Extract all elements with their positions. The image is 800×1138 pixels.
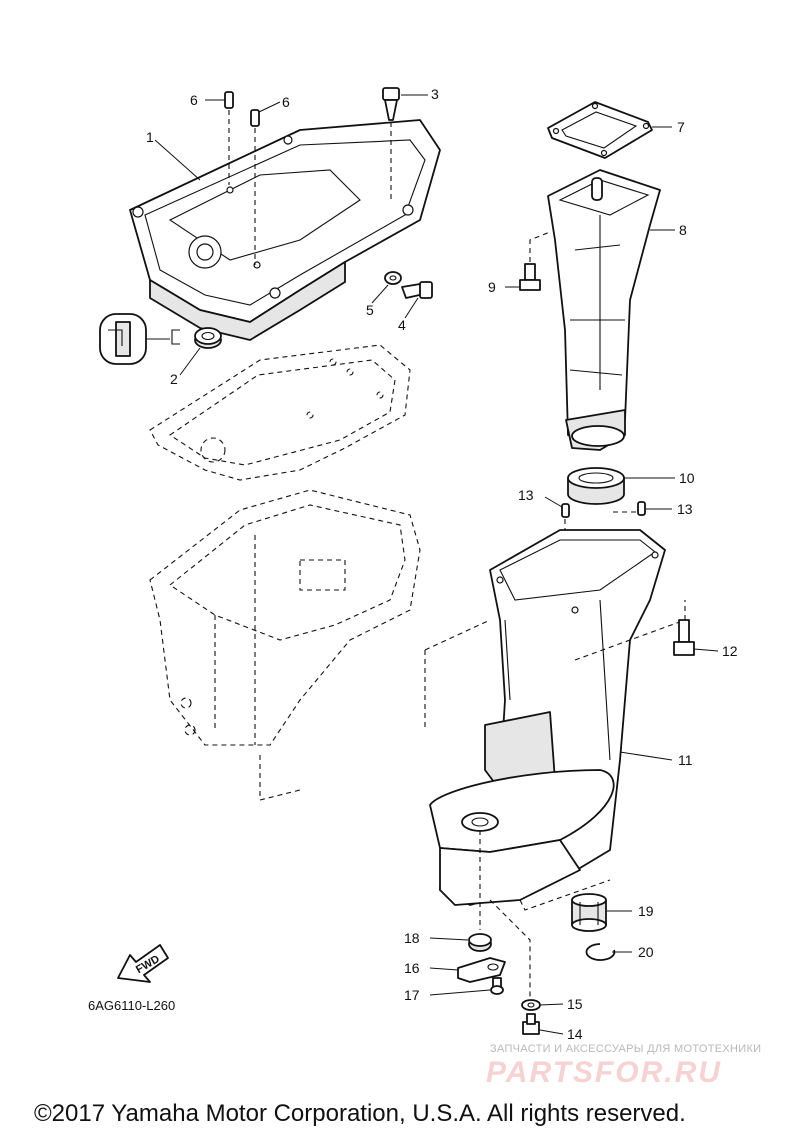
- callout-13a: 13: [518, 487, 534, 503]
- callout-6a: 6: [190, 92, 198, 108]
- callout-8: 8: [679, 222, 687, 238]
- part-20-circlip: [585, 943, 616, 961]
- part-12-bolt: [673, 619, 695, 656]
- upper-casing-outline: [149, 489, 421, 801]
- callout-14: 14: [567, 1026, 583, 1042]
- callout-2: 2: [170, 371, 178, 387]
- callout-4: 4: [398, 317, 406, 333]
- callout-19: 19: [638, 903, 654, 919]
- callout-20: 20: [638, 944, 654, 960]
- callout-5: 5: [366, 302, 374, 318]
- part-6-dowel-pins: [224, 91, 260, 265]
- part-15-washer: [521, 999, 541, 1011]
- part-18-plug: [468, 933, 492, 952]
- part-8-exhaust-manifold: [547, 169, 661, 451]
- callout-9: 9: [488, 279, 496, 295]
- callout-16: 16: [404, 960, 420, 976]
- callout-10: 10: [679, 470, 695, 486]
- callout-labels: 1 6 6 3 5 4 2 7 8 9 10 13 13 12 11 19 20…: [88, 86, 738, 1042]
- callout-17: 17: [404, 987, 420, 1003]
- leader-lines: [154, 94, 719, 1035]
- callout-11: 11: [678, 752, 693, 768]
- callout-18: 18: [404, 930, 420, 946]
- part-14-bolt: [522, 1013, 540, 1035]
- callout-6b: 6: [282, 94, 290, 110]
- part-3-plug: [382, 87, 400, 200]
- part-9-bolt: [519, 231, 551, 291]
- gasket: [149, 344, 411, 481]
- part-17-screw: [490, 977, 504, 995]
- alignment-lines: [424, 600, 686, 1010]
- part-4-bolt: [401, 281, 433, 299]
- part-10-rubber-seal: [567, 467, 625, 505]
- callout-13b: 13: [677, 501, 693, 517]
- callout-7: 7: [677, 119, 685, 135]
- callout-1: 1: [146, 129, 154, 145]
- fwd-arrow-icon: FWD: [117, 944, 169, 983]
- watermark-tagline: ЗАПЧАСТИ И АКСЕССУАРЫ ДЛЯ МОТОТЕХНИКИ: [490, 1043, 762, 1055]
- callout-3: 3: [431, 86, 439, 102]
- seal-detail-inset: [99, 313, 170, 365]
- part-5-washer: [384, 271, 402, 285]
- part-7-gasket: [547, 101, 653, 159]
- callout-15: 15: [567, 996, 583, 1012]
- part-16-gasket-plate: [457, 957, 506, 983]
- copyright-notice: ©2017 Yamaha Motor Corporation, U.S.A. A…: [34, 1100, 686, 1127]
- callout-12: 12: [722, 643, 738, 659]
- diagram-code: 6AG6110-L260: [88, 998, 175, 1013]
- part-19-grommet: [571, 893, 607, 932]
- watermark-logo: PARTSFOR.RU: [486, 1056, 722, 1089]
- part-1-exhaust-guide: [129, 119, 441, 341]
- part-2-oil-seal: [171, 327, 222, 349]
- part-11-upper-casing: [429, 529, 666, 906]
